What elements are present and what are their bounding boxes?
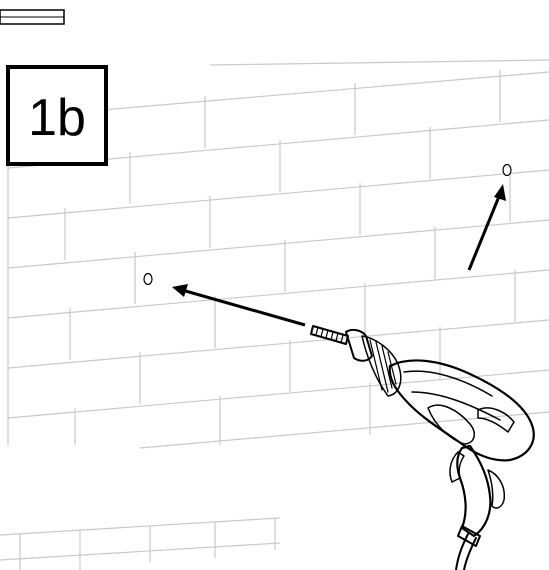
drill-hole-marker-icon [502, 163, 512, 177]
direction-arrow-icon [172, 284, 306, 327]
brick-wall-fragment-icon [0, 517, 281, 570]
power-drill-icon [310, 325, 535, 570]
step-label-box: 1b [6, 65, 108, 166]
page-header-marker [0, 9, 65, 25]
step-label: 1b [28, 89, 86, 147]
direction-arrow-icon [467, 184, 506, 271]
drill-hole-marker-icon [143, 272, 153, 286]
